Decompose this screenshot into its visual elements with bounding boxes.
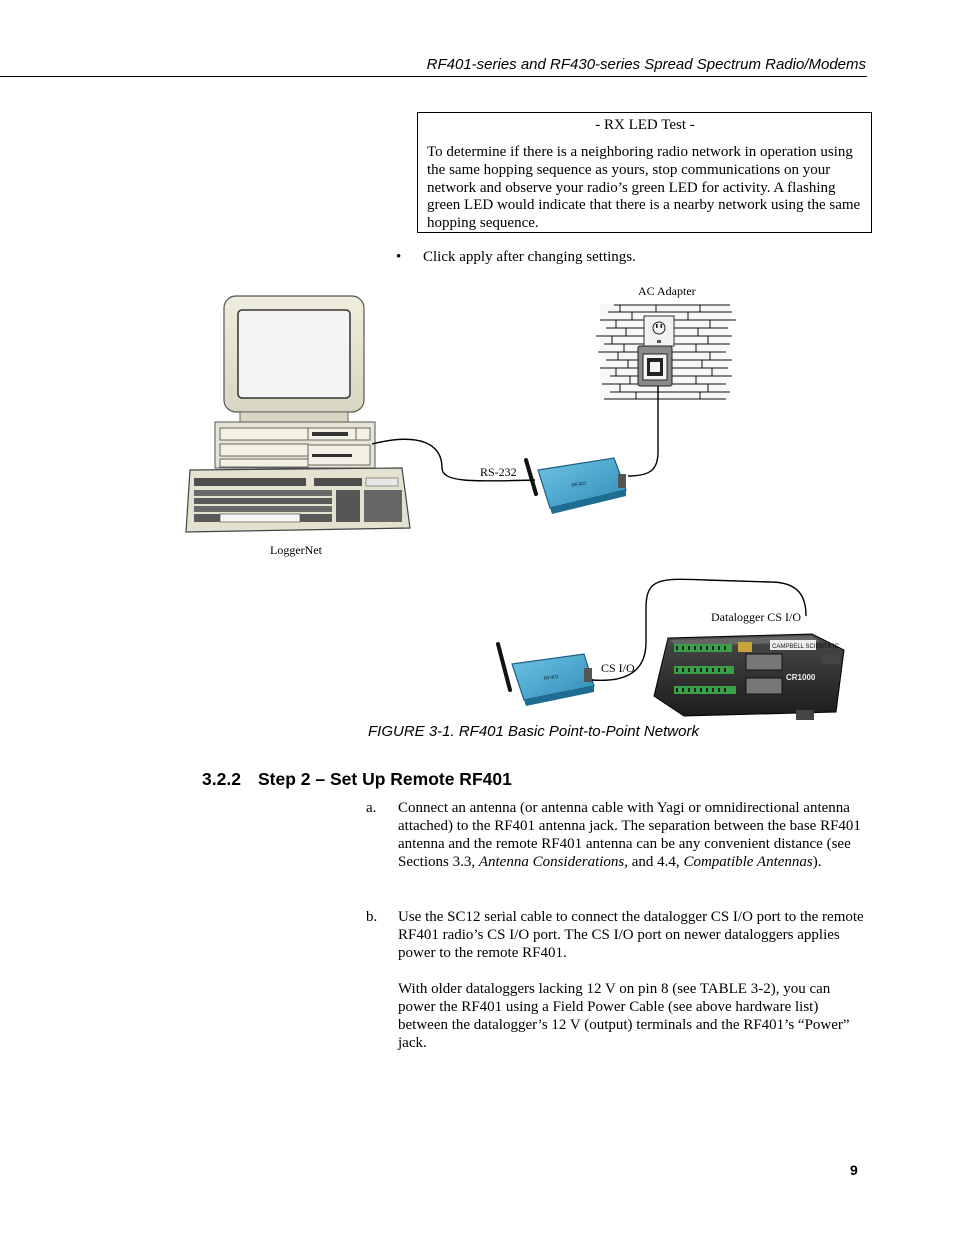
ac-adapter-icon [637, 345, 673, 387]
ac-adapter-label: AC Adapter [638, 284, 696, 298]
bullet-item: • Click apply after changing settings. [396, 249, 636, 266]
page-number: 9 [850, 1162, 858, 1178]
loggernet-label: LoggerNet [270, 543, 322, 557]
figure-caption: FIGURE 3-1. RF401 Basic Point-to-Point N… [368, 723, 699, 740]
datalogger-model-text: CR1000 [786, 673, 816, 682]
rx-led-test-note: - RX LED Test - To determine if there is… [417, 112, 872, 233]
step-b-marker: b. [366, 909, 378, 925]
note-body: To determine if there is a neighboring r… [427, 144, 861, 232]
cr1000-datalogger-icon: CAMPBELL SCIENTIFIC CR1000 [653, 633, 845, 720]
step-b: b. Use the SC12 serial cable to connect … [366, 908, 866, 1052]
step-a-marker: a. [366, 800, 377, 816]
csio-label: CS I/O [601, 661, 635, 675]
bullet-icon: • [396, 249, 402, 265]
bullet-text: Click apply after changing settings. [423, 249, 636, 265]
header-rule [0, 76, 867, 77]
step-b-text: Use the SC12 serial cable to connect the… [398, 909, 864, 961]
base-rf401-radio-icon: RF401 [524, 457, 627, 514]
step-b-text-2: With older dataloggers lacking 12 V on p… [398, 981, 850, 1051]
computer-icon [214, 295, 376, 469]
datalogger-brand-text: CAMPBELL SCIENTIFIC [772, 644, 839, 650]
network-figure: RF401 RF401 [180, 282, 860, 722]
step-a-text: Connect an antenna (or antenna cable wit… [398, 800, 861, 870]
wall-outlet-icon [643, 315, 675, 347]
note-title: - RX LED Test - [595, 117, 695, 133]
remote-radio-brand-text: RF401 [543, 674, 559, 682]
keyboard-icon [185, 467, 411, 533]
section-number: 3.2.2 [202, 769, 241, 789]
section-title: Step 2 – Set Up Remote RF401 [258, 769, 512, 789]
step-a: a. Connect an antenna (or antenna cable … [366, 799, 866, 871]
datalogger-csio-label: Datalogger CS I/O [711, 610, 801, 624]
section-heading: 3.2.2 Step 2 – Set Up Remote RF401 [202, 769, 512, 790]
running-header: RF401-series and RF430-series Spread Spe… [426, 56, 866, 73]
rs232-label: RS-232 [480, 465, 517, 479]
base-radio-brand-text: RF401 [571, 480, 587, 489]
remote-rf401-radio-icon: RF401 [496, 642, 595, 706]
